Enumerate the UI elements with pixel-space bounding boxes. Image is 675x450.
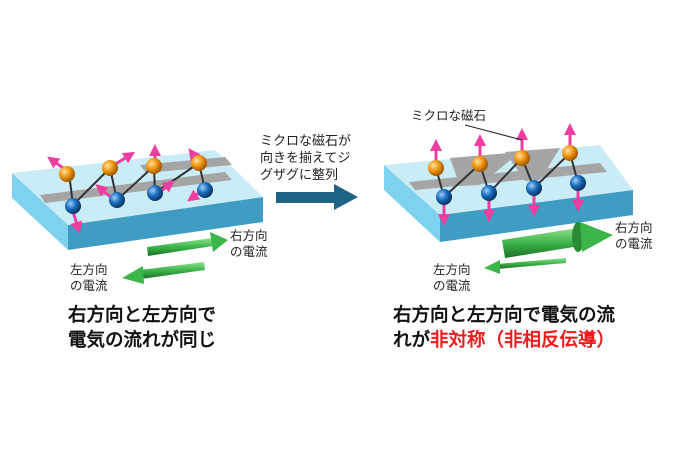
orange-atom [562, 145, 578, 161]
label-line: グザグに整列 [260, 168, 339, 183]
label-line: の電流 [615, 236, 653, 251]
label-line: 右方向 [615, 220, 653, 235]
magnet-leader-line [464, 124, 523, 141]
label-line: 左方向 [70, 262, 108, 277]
label-line: ミクロな磁石が [260, 134, 352, 149]
right-atoms [428, 145, 586, 205]
blue-atom [65, 198, 81, 214]
label-line: の電流 [230, 244, 268, 259]
orange-atom [472, 156, 488, 172]
label-line: 左方向 [433, 262, 471, 277]
left-right-current-arrow [147, 232, 228, 256]
blue-atom [526, 180, 542, 196]
left-substrate [12, 150, 263, 250]
transition-label: ミクロな磁石が 向きを揃えてジ グザグに整列 [260, 133, 351, 184]
label-line: 向きを揃えてジ [260, 151, 351, 166]
spin-arrow-icon [113, 151, 136, 167]
label-line: の電流 [70, 278, 108, 293]
caption-line: 電気の流れが同じ [68, 330, 217, 351]
blue-atom [147, 185, 163, 201]
caption-prefix: れが [393, 330, 431, 351]
blue-atom [197, 182, 213, 198]
right-large-right-current-arrow [502, 222, 613, 258]
right-spin-arrows [430, 123, 584, 226]
label-line: の電流 [433, 278, 471, 293]
right-left-current-label: 左方向 の電流 [433, 262, 471, 294]
orange-atom [102, 160, 118, 176]
left-caption: 右方向と左方向で 電気の流れが同じ [68, 303, 216, 353]
blue-atom [436, 189, 452, 205]
blue-atom [109, 192, 125, 208]
caption-line: れが非対称（非相反伝導） [393, 328, 615, 353]
blue-atom [481, 185, 497, 201]
left-left-current-label: 左方向 の電流 [70, 262, 108, 294]
orange-atom [191, 155, 207, 171]
left-left-current-arrow [122, 262, 205, 284]
left-strip [40, 172, 232, 203]
left-atoms [59, 155, 213, 214]
orange-atom [514, 150, 530, 166]
transition-arrow-icon [276, 184, 358, 210]
orange-atom [59, 166, 75, 182]
blue-atom [570, 175, 586, 191]
right-caption: 右方向と左方向で電気の流 れが非対称（非相反伝導） [393, 303, 615, 353]
micro-magnet-label: ミクロな磁石 [411, 108, 487, 123]
left-right-current-label: 右方向 の電流 [230, 228, 268, 260]
caption-line: 右方向と左方向で電気の流 [393, 305, 616, 326]
caption-line: 右方向と左方向で [68, 305, 217, 326]
orange-atom [146, 158, 162, 174]
right-small-left-current-arrow [484, 258, 566, 274]
right-substrate [384, 145, 633, 242]
label-line: 右方向 [230, 228, 268, 243]
right-right-current-label: 右方向 の電流 [615, 220, 653, 252]
caption-highlight: 非対称（非相反伝導） [430, 330, 616, 351]
orange-atom [428, 160, 444, 176]
